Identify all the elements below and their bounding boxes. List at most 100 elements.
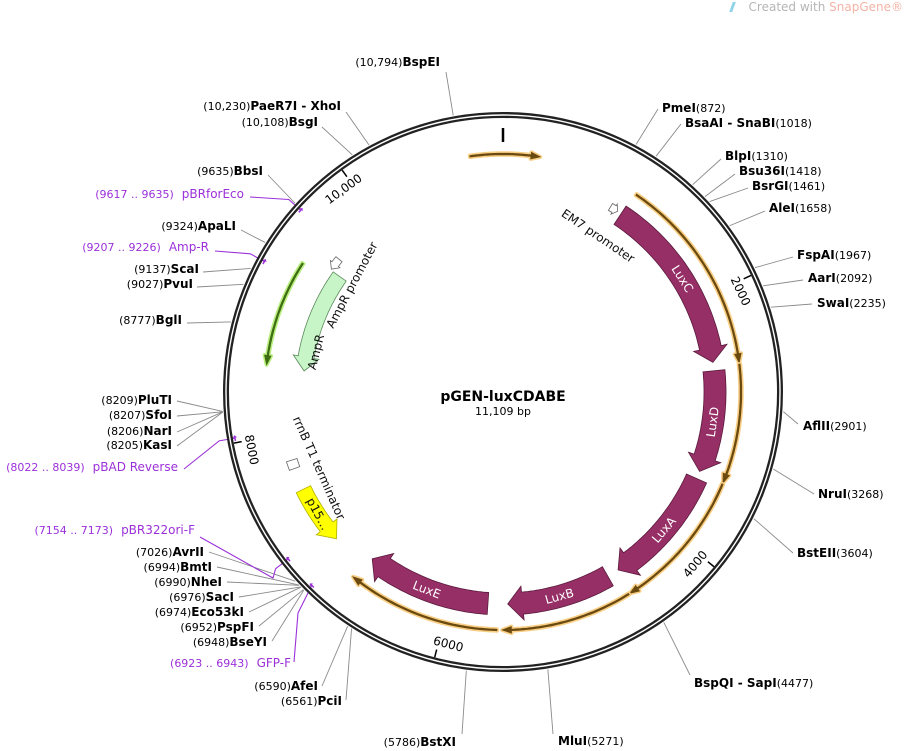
- enzyme-site-blpi[interactable]: BlpI(1310): [725, 149, 788, 163]
- enzyme-position-value: 6590: [259, 680, 287, 693]
- paren-open: (: [127, 278, 131, 291]
- enzyme-site-apali[interactable]: (9324)ApaLI: [161, 219, 236, 233]
- primer-name: Amp-R: [169, 240, 209, 254]
- enzyme-site-aflii[interactable]: AflII(2901): [803, 419, 867, 433]
- primer-pbr322ori-f[interactable]: (7154 .. 7173)pBR322ori-F: [34, 523, 195, 537]
- enzyme-site-sfoi[interactable]: (8207)SfoI: [109, 408, 172, 422]
- enzyme-name: SfoI: [145, 408, 172, 422]
- enzyme-position-value: 10,794: [360, 56, 399, 69]
- enzyme-position-value: 1018: [780, 117, 808, 130]
- enzyme-position: (6590): [254, 680, 291, 693]
- tick-mark: [233, 440, 242, 444]
- enzyme-name: BspEI: [402, 55, 440, 69]
- enzyme-site-bsrgi[interactable]: BsrGI(1461): [752, 179, 825, 193]
- paren-close: ): [151, 314, 155, 327]
- enzyme-site-avrii[interactable]: (7026)AvrII: [136, 545, 204, 559]
- feature-rrnb-t1-terminator[interactable]: [285, 457, 301, 471]
- paren-close: ): [284, 116, 288, 129]
- paren-close: ): [862, 420, 866, 433]
- enzyme-site-scai[interactable]: (9137)ScaI: [134, 262, 199, 276]
- enzyme-leader-line: [196, 283, 244, 288]
- feature-ampr-promoter[interactable]: [329, 256, 343, 270]
- feature-luxc[interactable]: [613, 205, 728, 363]
- feature-em7-promoter[interactable]: [607, 202, 619, 216]
- enzyme-site-saci[interactable]: (6976)SacI: [169, 590, 234, 604]
- paren-close: ): [868, 547, 872, 560]
- enzyme-site-alei[interactable]: AleI(1658): [769, 201, 832, 215]
- enzyme-leader-line: [271, 589, 305, 642]
- paren-close: ): [141, 409, 145, 422]
- paren-open: (: [106, 439, 110, 452]
- orf-arrow-core: [635, 193, 742, 364]
- enzyme-site-nhei[interactable]: (6990)NheI: [154, 575, 222, 589]
- enzyme-name: BsaAI - SnaBI: [685, 116, 775, 130]
- enzyme-leader-line: [321, 625, 349, 687]
- enzyme-site-bgli[interactable]: (8777)BglI: [119, 313, 182, 327]
- enzyme-site-bsteii[interactable]: BstEII(3604): [797, 546, 873, 560]
- enzyme-site-fspai[interactable]: FspAI(1967): [797, 248, 871, 262]
- feature-ampr[interactable]: [292, 271, 347, 372]
- enzyme-site-nrui[interactable]: NruI(3268): [818, 487, 884, 501]
- enzyme-site-kasi[interactable]: (8205)KasI: [106, 438, 172, 452]
- orf-arrow-core: [722, 363, 743, 485]
- enzyme-site-mlui[interactable]: MluI(5271): [558, 734, 624, 748]
- enzyme-site-paer7i-xhoi[interactable]: (10,230)PaeR7I - XhoI: [203, 99, 341, 113]
- enzyme-leader-line: [248, 586, 302, 613]
- paren-open: (: [154, 576, 158, 589]
- enzyme-position-value: 6952: [185, 621, 213, 634]
- enzyme-site-bsu36i[interactable]: Bsu36I(1418): [739, 164, 822, 178]
- paren-close: ): [809, 677, 813, 690]
- orf-arrow-green[interactable]: [262, 261, 306, 367]
- primer-range: (6923 .. 6943): [170, 657, 249, 670]
- paren-close: ): [201, 591, 205, 604]
- enzyme-position: (5271): [587, 735, 624, 748]
- enzyme-site-afei[interactable]: (6590)AfeI: [254, 679, 318, 693]
- primer-pbrforeco[interactable]: (9617 .. 9635)pBRforEco: [95, 187, 244, 201]
- enzyme-site-nari[interactable]: (8206)NarI: [107, 424, 172, 438]
- watermark-brand: SnapGene®: [829, 0, 903, 14]
- primer-arrow-icon: [232, 435, 238, 442]
- enzyme-site-pspfi[interactable]: (6952)PspFI: [180, 620, 254, 634]
- enzyme-position-value: 8205: [111, 439, 139, 452]
- enzyme-name: Eco53kI: [191, 605, 244, 619]
- paren-open: (: [109, 409, 113, 422]
- paren-open: (: [696, 102, 700, 115]
- enzyme-site-pluti[interactable]: (8209)PluTI: [101, 393, 172, 407]
- enzyme-site-aari[interactable]: AarI(2092): [808, 271, 872, 285]
- enzyme-leader-line: [267, 174, 296, 204]
- feature-p15[interactable]: [295, 485, 338, 540]
- enzyme-site-bbsi[interactable]: (9635)BbsI: [197, 164, 263, 178]
- enzyme-site-bseyi[interactable]: (6948)BseYI: [193, 635, 267, 649]
- enzyme-site-bstxi[interactable]: (5786)BstXI: [384, 735, 456, 749]
- primer-gfp-f[interactable]: (6923 .. 6943)GFP-F: [170, 656, 291, 670]
- primer-leader-line: [199, 536, 289, 579]
- enzyme-site-bspei[interactable]: (10,794)BspEI: [355, 55, 440, 69]
- enzyme-site-bmti[interactable]: (6994)BmtI: [144, 560, 212, 574]
- enzyme-position: (2901): [830, 420, 867, 433]
- paren-open: (: [587, 735, 591, 748]
- feature-luxe[interactable]: [371, 552, 490, 615]
- paren-close: ): [213, 621, 217, 634]
- tick-label: 8000: [242, 434, 261, 467]
- enzyme-site-bspqi-sapi[interactable]: BspQI - SapI(4477): [694, 676, 813, 690]
- enzyme-site-eco53ki[interactable]: (6974)Eco53kI: [155, 605, 244, 619]
- enzyme-name: NheI: [191, 575, 222, 589]
- primer-amp-r[interactable]: (9207 .. 9226)Amp-R: [82, 240, 209, 254]
- enzyme-site-pcii[interactable]: (6561)PciI: [281, 694, 342, 708]
- enzyme-site-pvui[interactable]: (9027)PvuI: [127, 277, 193, 291]
- enzyme-position: (6948): [193, 636, 230, 649]
- primer-leader-line: [293, 585, 313, 663]
- enzyme-site-bsaai-snabi[interactable]: BsaAI - SnaBI(1018): [685, 116, 812, 130]
- enzyme-site-swai[interactable]: SwaI(2235): [817, 296, 886, 310]
- enzyme-site-pmei[interactable]: PmeI(872): [662, 101, 726, 115]
- enzyme-site-bsgi[interactable]: (10,108)BsgI: [242, 115, 318, 129]
- feature-luxb[interactable]: [507, 566, 614, 622]
- primer-range-value: 9207 .. 9226: [87, 241, 157, 254]
- paren-close: ): [109, 524, 113, 537]
- paren-close: ): [246, 100, 250, 113]
- feature-luxd[interactable]: [687, 369, 727, 472]
- paren-open: (: [169, 591, 173, 604]
- primer-pbad-reverse[interactable]: (8022 .. 8039)pBAD Reverse: [6, 460, 178, 474]
- enzyme-position: (8777): [119, 314, 156, 327]
- feature-luxa[interactable]: [617, 473, 708, 576]
